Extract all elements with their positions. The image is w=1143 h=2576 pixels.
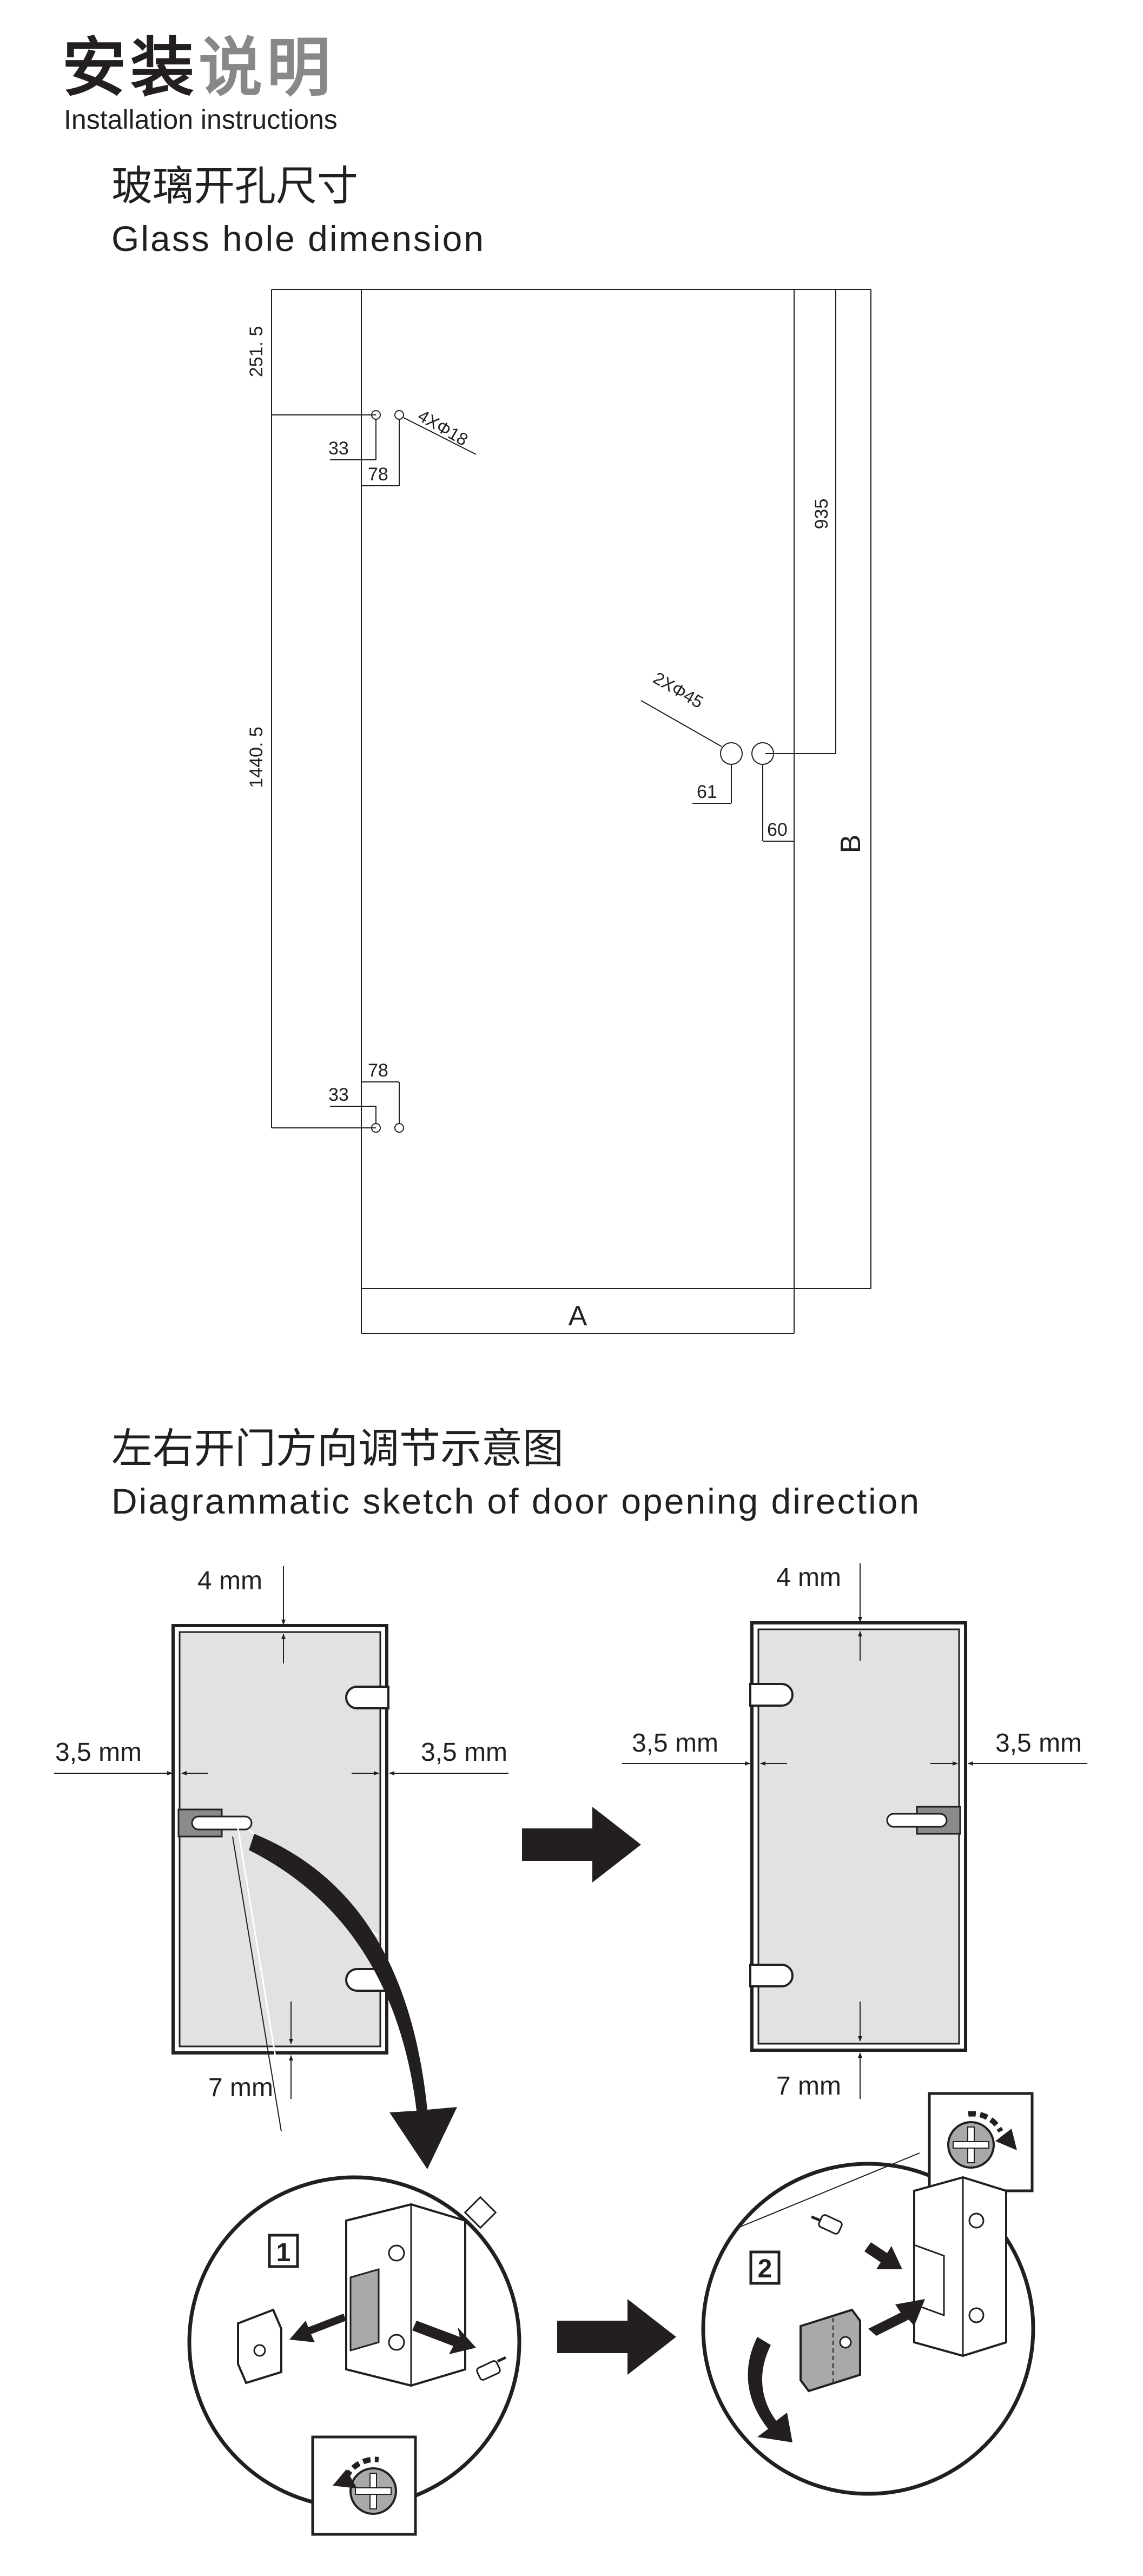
right-door-top-gap: 4 mm — [776, 1563, 841, 1592]
section1-title-en: Glass hole dimension — [111, 219, 485, 259]
left-door — [171, 1624, 389, 2055]
detail-step2 — [701, 2092, 1035, 2496]
dim-width-label: A — [569, 1300, 587, 1332]
left-door-right-gap: 3,5 mm — [421, 1738, 507, 1767]
page-title-en: Installation instructions — [64, 104, 338, 135]
screwdriver-rotate-icon — [333, 2456, 397, 2515]
right-door-hinge-bottom — [749, 1964, 794, 1987]
detail1-latch-plate — [349, 2268, 380, 2352]
left-door-bottom-gap: 7 mm — [208, 2073, 273, 2102]
dim-hole-right-a: 61 — [697, 782, 717, 802]
dim-hole-x-small-top: 33 — [328, 438, 349, 459]
large-hole-left — [720, 742, 743, 765]
right-door-latch-slot — [886, 1813, 948, 1828]
dim-hole-x-small-bottom: 33 — [328, 1085, 349, 1105]
right-door-bottom-gap: 7 mm — [776, 2072, 841, 2101]
detail1-arrow-left-icon — [289, 2314, 346, 2342]
step1-label-box — [268, 2234, 299, 2268]
dim-right-height: 935 — [811, 499, 832, 530]
arrow-right-icon — [522, 1807, 641, 1883]
screw-icon — [476, 2356, 507, 2381]
step2-label: 2 — [758, 2255, 772, 2283]
right-door-hinge-top — [749, 1683, 794, 1707]
detail2-arrow-screw-icon — [864, 2242, 902, 2269]
right-door-left-gap: 3,5 mm — [632, 1729, 718, 1758]
dim-large-holes: 2XΦ45 — [650, 668, 707, 712]
left-door-hinge-top — [345, 1686, 389, 1709]
detail1-arrow-right-icon — [412, 2321, 476, 2354]
step1-label: 1 — [276, 2238, 291, 2267]
dim-hole-x-large-top: 78 — [368, 464, 388, 485]
glass-panel-outline — [361, 289, 795, 1289]
left-door-top-gap: 4 mm — [197, 1567, 262, 1595]
detail-step1 — [187, 2175, 521, 2536]
small-hole-bottom-right — [394, 1123, 404, 1133]
title-cn-part2: 说明 — [199, 30, 335, 105]
left-door-left-gap: 3,5 mm — [55, 1738, 142, 1767]
step2-label-box — [749, 2250, 781, 2285]
dim-hole-right-b: 60 — [767, 820, 788, 840]
right-door-right-gap: 3,5 mm — [995, 1729, 1082, 1758]
section2-title-en: Diagrammatic sketch of door opening dire… — [111, 1481, 921, 1521]
screw-icon-2 — [811, 2214, 843, 2235]
glass-hole-drawing — [271, 289, 871, 1334]
title-cn-part1: 安装 — [62, 30, 199, 105]
detail2-arrow-insert-icon — [868, 2299, 925, 2336]
section1-title-cn: 玻璃开孔尺寸 — [111, 162, 358, 210]
page-title-cn: 安装说明 — [62, 36, 335, 100]
arrow-right-icon-2 — [557, 2299, 676, 2375]
screwdriver-rotate-icon-2 — [947, 2111, 1017, 2169]
dim-hole-x-large-bottom: 78 — [368, 1060, 388, 1081]
dim-height-label: B — [835, 835, 867, 854]
rotate-arrow-icon — [748, 2337, 792, 2442]
section2-title-cn: 左右开门方向调节示意图 — [111, 1424, 564, 1472]
dim-mid-span: 1440. 5 — [246, 726, 267, 788]
right-door — [749, 1621, 967, 2052]
left-door-latch-slot — [191, 1815, 253, 1831]
small-hole-top-right — [394, 410, 404, 420]
detail2-block — [800, 2308, 861, 2393]
dim-top-offset: 251. 5 — [246, 326, 267, 378]
curved-arrow-icon — [249, 1834, 457, 2169]
